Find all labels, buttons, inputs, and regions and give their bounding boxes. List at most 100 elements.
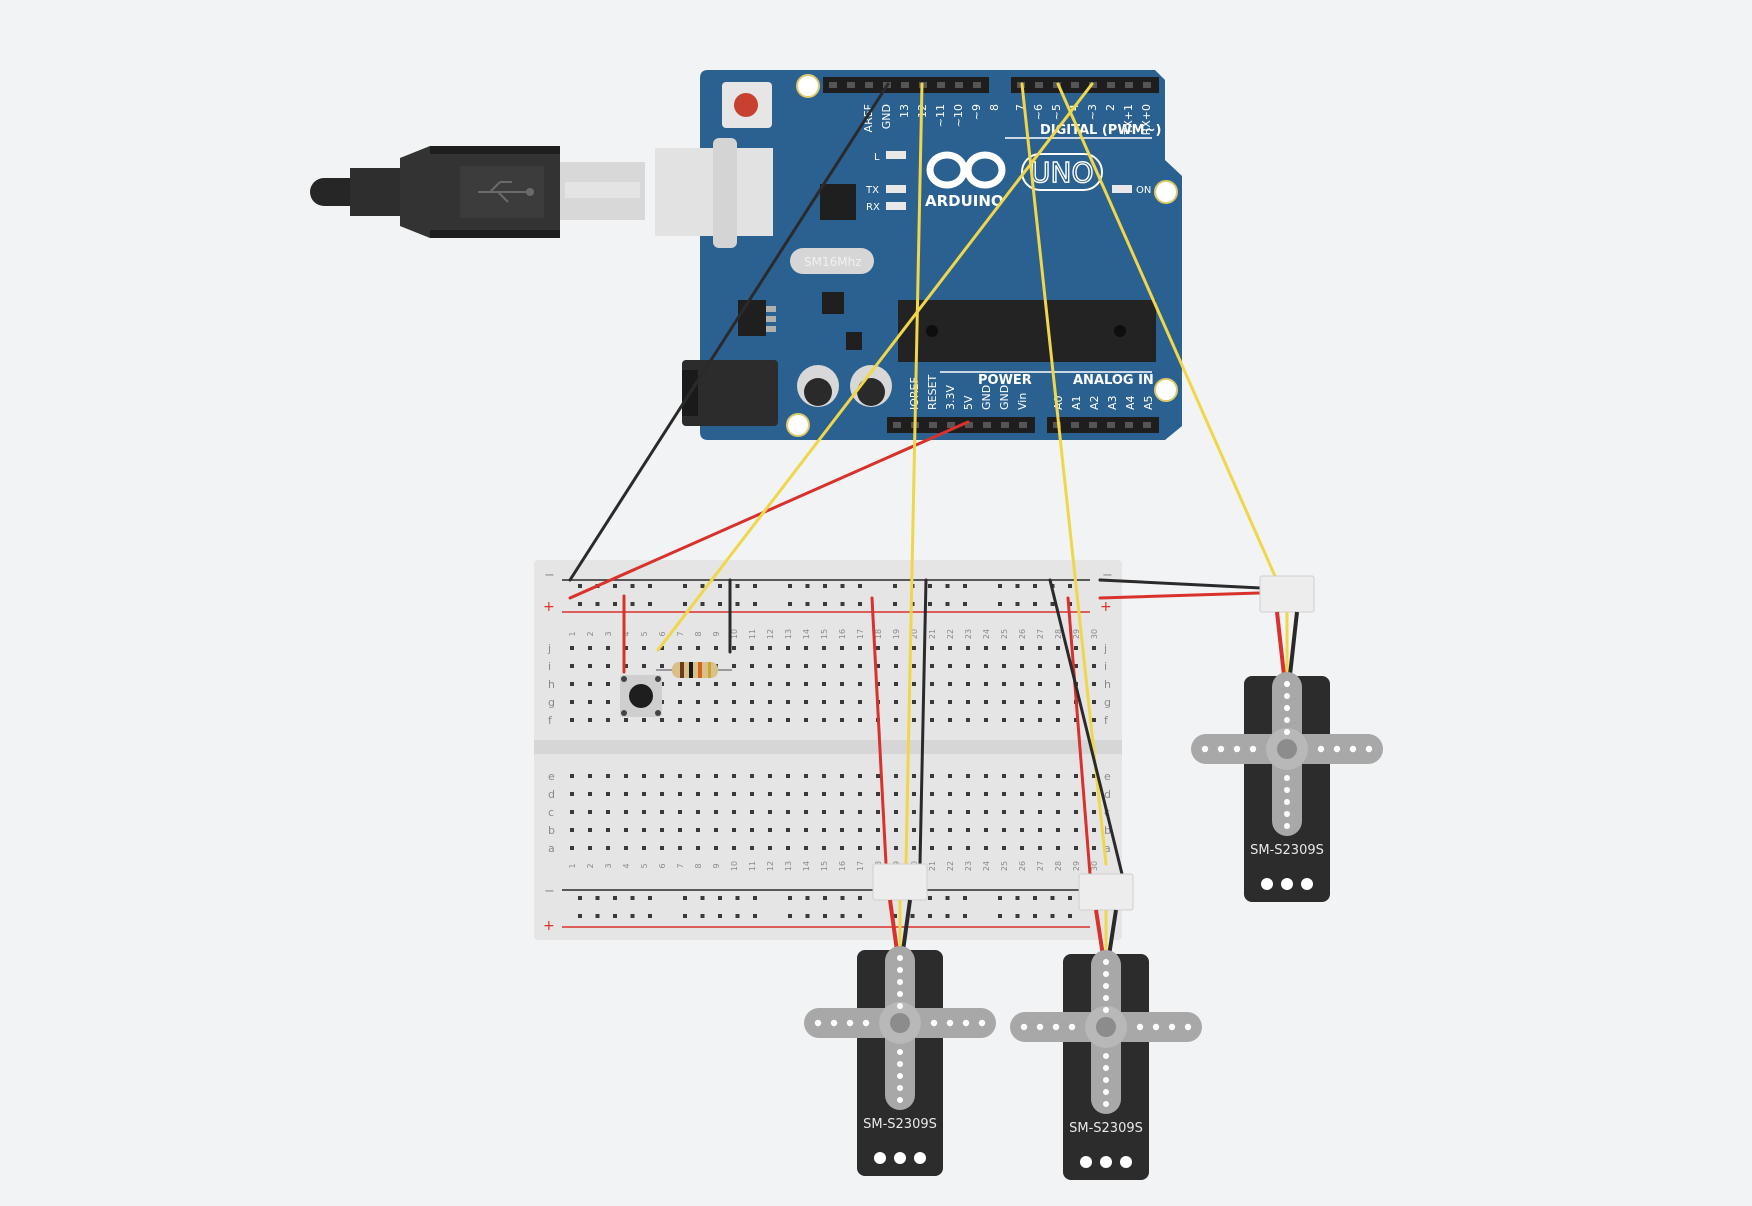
breadboard-hole[interactable] xyxy=(642,792,646,796)
breadboard-hole[interactable] xyxy=(805,914,810,918)
breadboard-hole[interactable] xyxy=(732,700,736,704)
breadboard-hole[interactable] xyxy=(823,914,827,918)
breadboard-hole[interactable] xyxy=(750,664,754,668)
breadboard-hole[interactable] xyxy=(718,584,722,588)
breadboard-hole[interactable] xyxy=(1002,664,1006,668)
breadboard-hole[interactable] xyxy=(750,828,754,832)
breadboard-hole[interactable] xyxy=(840,914,845,918)
breadboard-hole[interactable] xyxy=(966,774,970,778)
breadboard-hole[interactable] xyxy=(930,700,934,704)
breadboard-hole[interactable] xyxy=(588,792,592,796)
breadboard-hole[interactable] xyxy=(768,792,772,796)
breadboard-hole[interactable] xyxy=(700,896,705,900)
breadboard-hole[interactable] xyxy=(630,602,635,606)
breadboard-hole[interactable] xyxy=(858,682,862,686)
breadboard-hole[interactable] xyxy=(642,846,646,850)
breadboard-hole[interactable] xyxy=(858,664,862,668)
breadboard-hole[interactable] xyxy=(912,682,916,686)
breadboard-hole[interactable] xyxy=(735,896,740,900)
breadboard-hole[interactable] xyxy=(928,896,932,900)
digital-pin[interactable] xyxy=(937,82,945,88)
breadboard-hole[interactable] xyxy=(1068,584,1072,588)
breadboard-hole[interactable] xyxy=(588,810,592,814)
breadboard-hole[interactable] xyxy=(822,700,826,704)
analog-pin[interactable] xyxy=(1053,422,1061,428)
servo-connector[interactable] xyxy=(1078,873,1134,911)
wire-yellow-pin5[interactable] xyxy=(1056,82,1284,594)
breadboard-hole[interactable] xyxy=(1015,914,1020,918)
breadboard-hole[interactable] xyxy=(732,828,736,832)
breadboard-hole[interactable] xyxy=(750,718,754,722)
wire-black-gnd[interactable] xyxy=(568,82,890,582)
digital-pin[interactable] xyxy=(1143,82,1151,88)
breadboard-hole[interactable] xyxy=(893,914,897,918)
breadboard-hole[interactable] xyxy=(948,846,952,850)
breadboard-hole[interactable] xyxy=(876,828,880,832)
breadboard-hole[interactable] xyxy=(984,664,988,668)
breadboard-hole[interactable] xyxy=(714,682,718,686)
wire-yellow-pin12[interactable] xyxy=(904,82,924,866)
breadboard-hole[interactable] xyxy=(1092,846,1096,850)
wire-red-servo2[interactable] xyxy=(1066,596,1092,876)
breadboard-hole[interactable] xyxy=(786,774,790,778)
breadboard-hole[interactable] xyxy=(714,700,718,704)
breadboard-hole[interactable] xyxy=(910,914,915,918)
breadboard-hole[interactable] xyxy=(912,810,916,814)
digital-pin[interactable] xyxy=(955,82,963,88)
analog-pin[interactable] xyxy=(1143,422,1151,428)
breadboard-hole[interactable] xyxy=(660,846,664,850)
breadboard-hole[interactable] xyxy=(753,914,757,918)
breadboard-hole[interactable] xyxy=(678,828,682,832)
breadboard-hole[interactable] xyxy=(822,810,826,814)
breadboard-hole[interactable] xyxy=(1050,602,1055,606)
breadboard-hole[interactable] xyxy=(786,792,790,796)
breadboard-hole[interactable] xyxy=(966,664,970,668)
breadboard-hole[interactable] xyxy=(858,914,862,918)
breadboard-hole[interactable] xyxy=(660,810,664,814)
breadboard-hole[interactable] xyxy=(858,828,862,832)
breadboard-hole[interactable] xyxy=(1074,718,1078,722)
breadboard-hole[interactable] xyxy=(1068,914,1072,918)
breadboard-hole[interactable] xyxy=(822,664,826,668)
breadboard-hole[interactable] xyxy=(732,792,736,796)
breadboard-hole[interactable] xyxy=(894,810,898,814)
breadboard-hole[interactable] xyxy=(1038,774,1042,778)
breadboard-hole[interactable] xyxy=(648,896,652,900)
breadboard-hole[interactable] xyxy=(660,664,664,668)
breadboard-hole[interactable] xyxy=(858,792,862,796)
breadboard-hole[interactable] xyxy=(998,914,1002,918)
breadboard-hole[interactable] xyxy=(588,846,592,850)
breadboard-hole[interactable] xyxy=(998,584,1002,588)
breadboard-hole[interactable] xyxy=(945,914,950,918)
usb-cable[interactable] xyxy=(310,146,645,238)
analog-pin[interactable] xyxy=(1125,422,1133,428)
breadboard-hole[interactable] xyxy=(822,792,826,796)
breadboard-hole[interactable] xyxy=(1020,700,1024,704)
breadboard-hole[interactable] xyxy=(1002,646,1006,650)
breadboard-hole[interactable] xyxy=(840,584,845,588)
breadboard-hole[interactable] xyxy=(595,602,600,606)
breadboard-hole[interactable] xyxy=(1092,700,1096,704)
digital-pin[interactable] xyxy=(847,82,855,88)
breadboard-hole[interactable] xyxy=(840,718,844,722)
breadboard-hole[interactable] xyxy=(1074,846,1078,850)
breadboard-hole[interactable] xyxy=(822,774,826,778)
breadboard-hole[interactable] xyxy=(588,718,592,722)
power-pin[interactable] xyxy=(947,422,955,428)
breadboard-hole[interactable] xyxy=(984,792,988,796)
digital-pin[interactable] xyxy=(901,82,909,88)
breadboard-hole[interactable] xyxy=(735,602,740,606)
breadboard-hole[interactable] xyxy=(840,828,844,832)
breadboard-hole[interactable] xyxy=(1092,682,1096,686)
breadboard-hole[interactable] xyxy=(894,774,898,778)
breadboard-hole[interactable] xyxy=(768,664,772,668)
breadboard-hole[interactable] xyxy=(606,718,610,722)
breadboard-hole[interactable] xyxy=(1038,700,1042,704)
breadboard-hole[interactable] xyxy=(714,646,718,650)
breadboard-hole[interactable] xyxy=(840,846,844,850)
breadboard-hole[interactable] xyxy=(683,896,687,900)
breadboard-hole[interactable] xyxy=(930,792,934,796)
breadboard-hole[interactable] xyxy=(1092,718,1096,722)
breadboard-hole[interactable] xyxy=(683,584,687,588)
breadboard-hole[interactable] xyxy=(732,646,736,650)
